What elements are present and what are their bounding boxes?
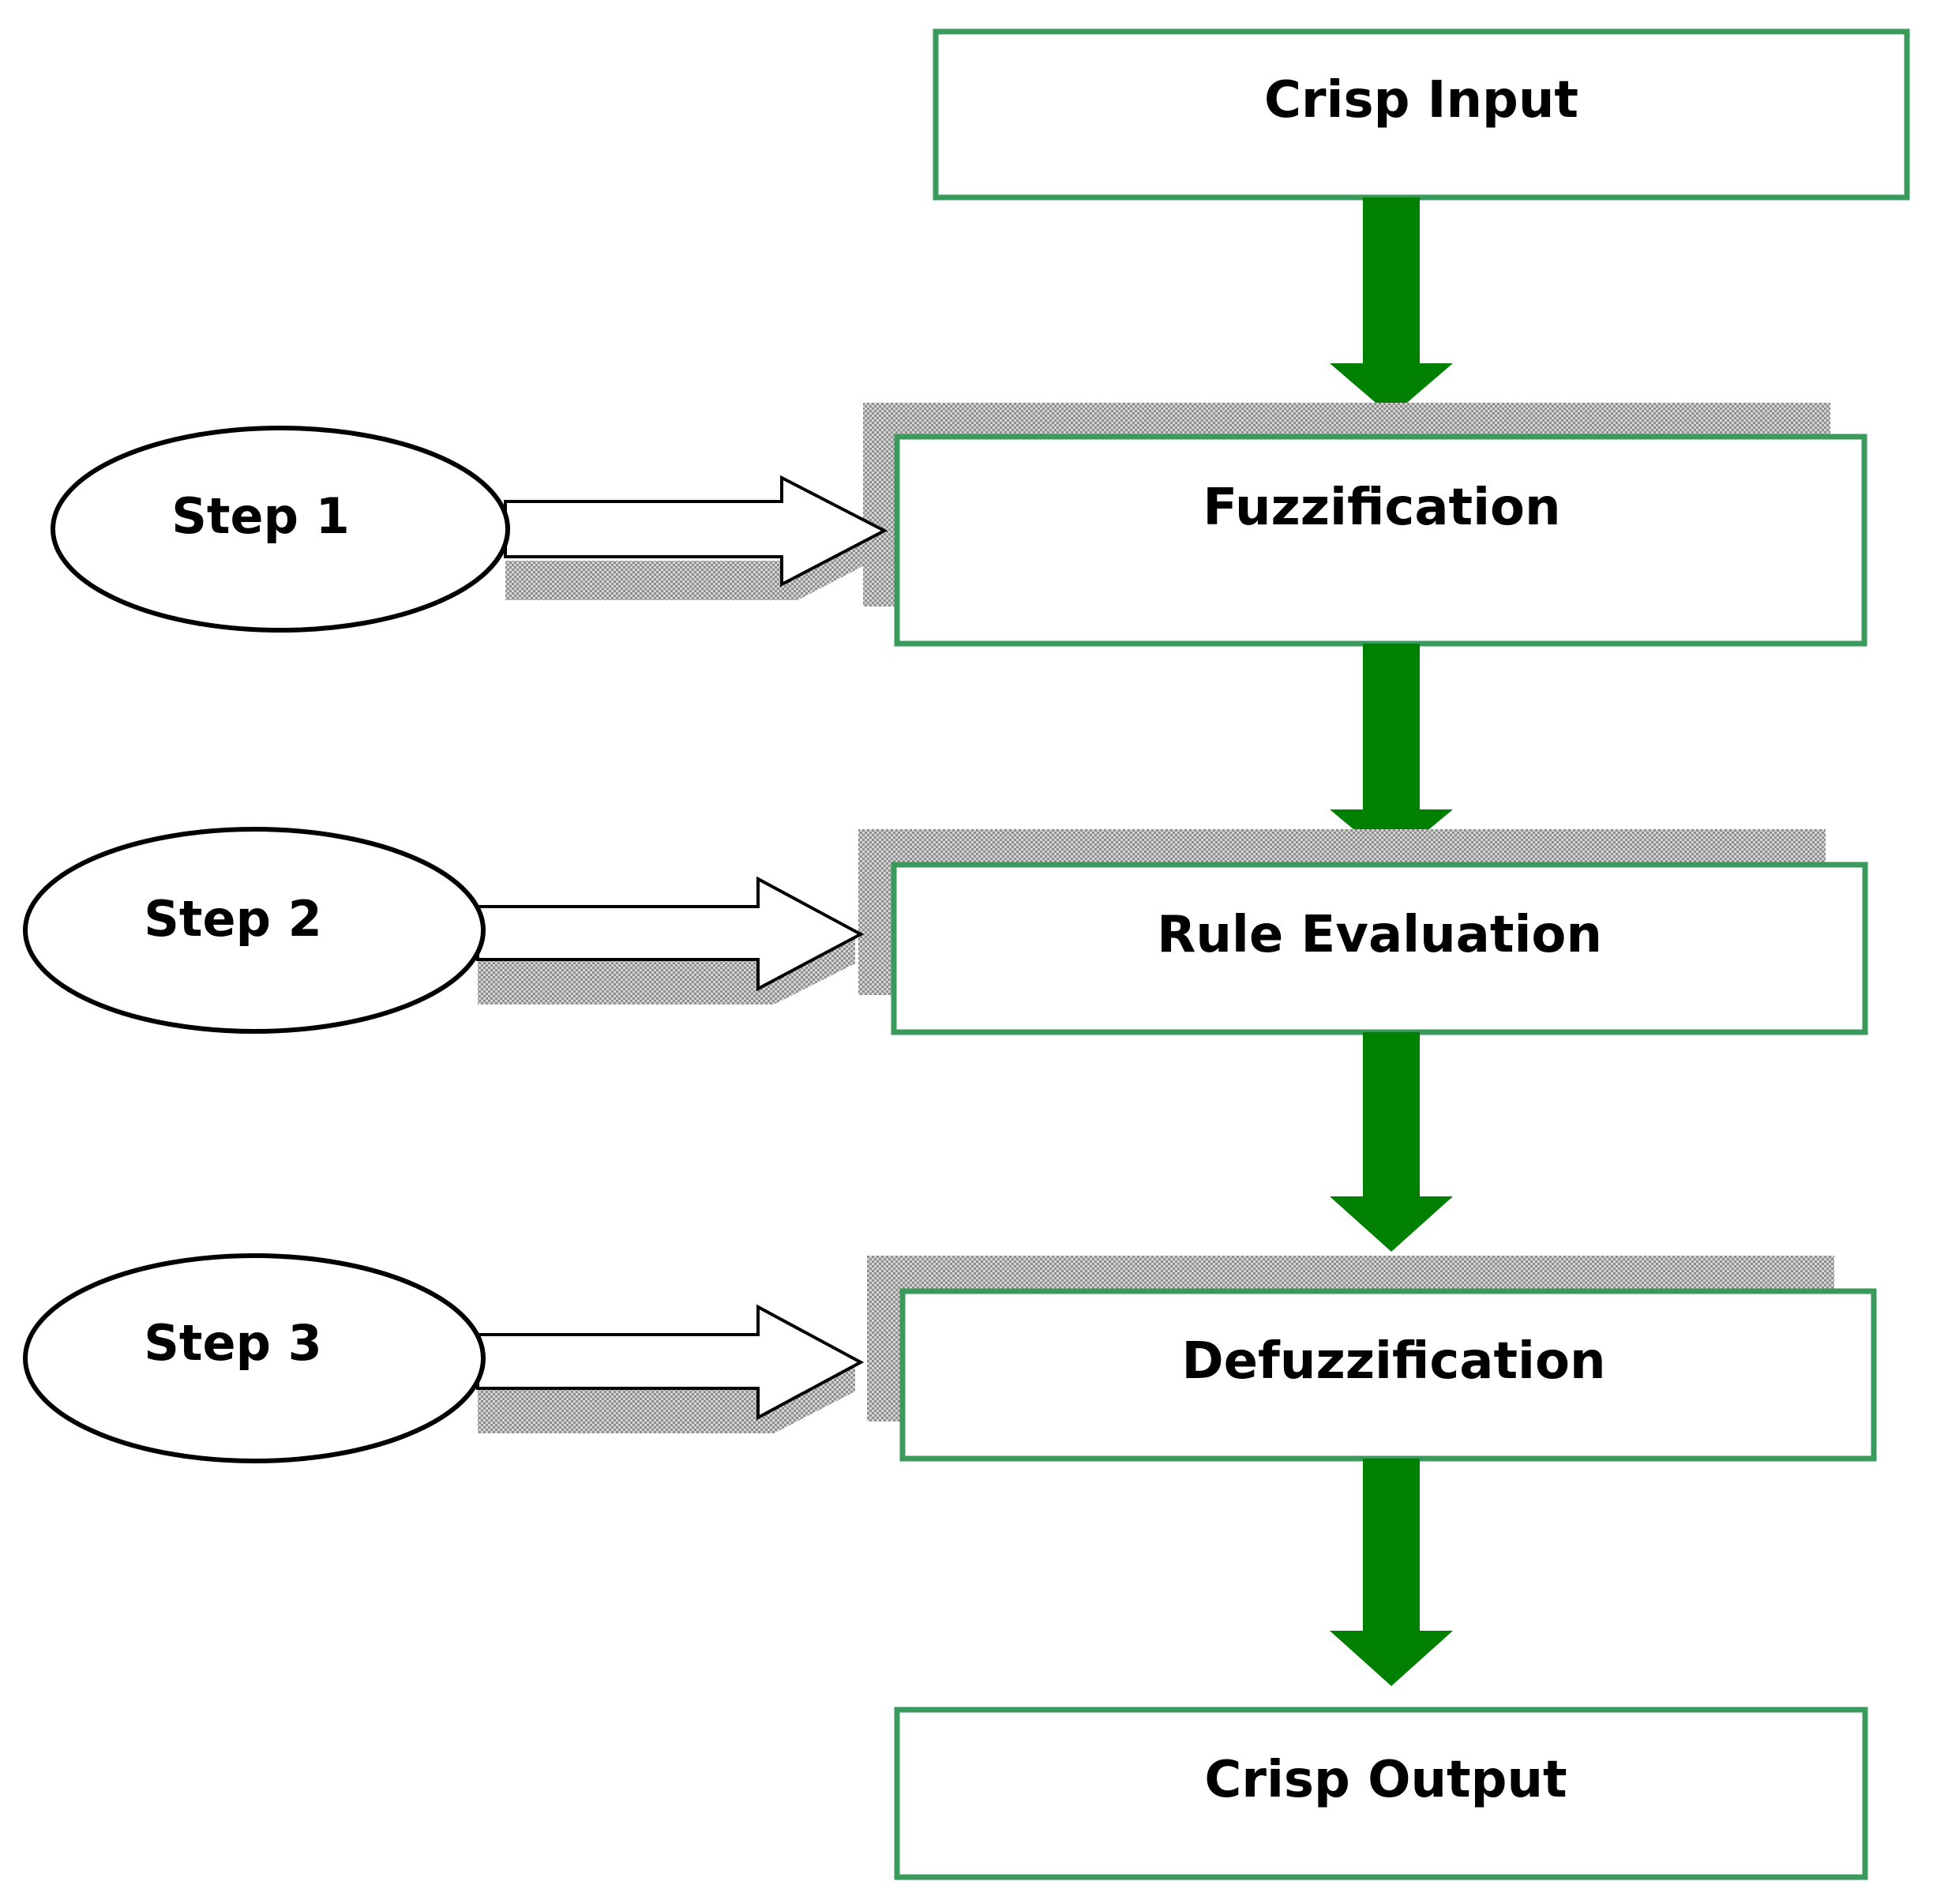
step-1-arrow-icon [504,475,888,588]
crisp-input-box [933,28,1910,201]
crisp-input-node: Crisp Input [933,28,1910,201]
step-2-arrow-icon [476,876,865,992]
step-1-label: Step 1 [171,487,349,545]
step-2-ellipse [23,827,486,1034]
step-2-group: Step 2 [23,827,865,1034]
flow-arrow-down-icon [1330,644,1453,861]
crisp-output-label: Crisp Output [1204,1751,1567,1809]
rule-evaluation-label: Rule Evaluation [1157,906,1602,964]
crisp-output-box [894,1707,1868,1880]
fuzzification-box [894,434,1867,647]
step-3-group: Step 3 [23,1253,865,1463]
step-3-arrow-icon [476,1304,865,1421]
defuzzification-node: Defuzzification [867,1256,1877,1462]
rule-evaluation-node: Rule Evaluation [858,829,1868,1035]
flow-arrow-down-icon [1330,1032,1453,1252]
crisp-input-label: Crisp Input [1264,71,1578,130]
step-3-ellipse [23,1253,486,1463]
flow-arrow-down-icon [1330,197,1453,416]
fuzzification-label: Fuzzification [1203,479,1560,537]
step-1-ellipse [51,426,510,633]
step-2-label: Step 2 [144,890,321,948]
flow-arrow-down-icon [1330,1459,1453,1686]
crisp-output-node: Crisp Output [894,1707,1868,1880]
rule-evaluation-box [891,862,1868,1035]
step-arrow-shadow [478,1362,855,1433]
defuzzification-label: Defuzzification [1182,1332,1606,1391]
step-1-group: Step 1 [51,426,888,633]
step-arrow-shadow [505,531,876,600]
fuzzification-node: Fuzzification [863,403,1867,647]
step-3-label: Step 3 [144,1314,321,1372]
